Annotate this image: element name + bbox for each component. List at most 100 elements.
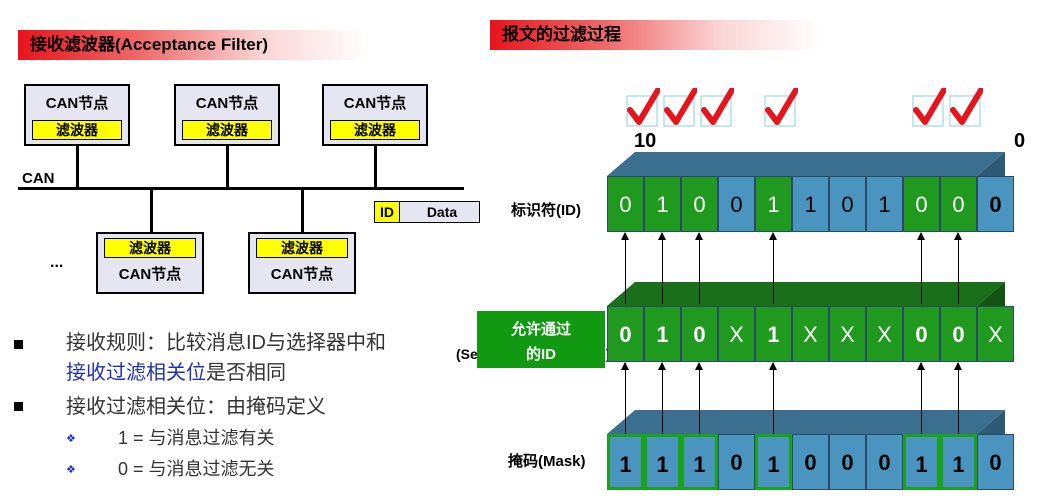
arrow-up-icon <box>769 362 777 435</box>
can-bus-line <box>18 187 464 190</box>
bullet-rule-line1: 接收规则：比较消息ID与选择器中和 <box>66 326 386 355</box>
accept-bit-row: 0 1 0 X 1 X X X 0 0 X <box>607 306 1014 362</box>
mask-bit: 0 <box>977 434 1014 490</box>
left-title: 接收滤波器(Acceptance Filter) <box>30 35 269 54</box>
accept-bit: 1 <box>755 306 792 362</box>
mask-bit: 1 <box>940 434 977 490</box>
bullet-rule-line2: 接收过滤相关位是否相同 <box>66 356 286 385</box>
mask-bit: 1 <box>607 434 644 490</box>
accept-bit: X <box>977 306 1014 362</box>
arrow-up-icon <box>917 232 925 305</box>
mask-bit: 1 <box>755 434 792 490</box>
id-row-label: 标识符(ID) <box>511 202 581 219</box>
bullet-square <box>14 340 23 349</box>
arrow-up-icon <box>917 362 925 435</box>
mask-bit: 0 <box>792 434 829 490</box>
arrow-up-icon <box>658 232 666 305</box>
node-connector <box>150 189 153 233</box>
id-bit: 0 <box>940 176 977 232</box>
frame-data-field: Data <box>426 204 458 220</box>
left-title-banner: 接收滤波器(Acceptance Filter) <box>18 30 370 60</box>
id-bit: 1 <box>866 176 903 232</box>
ellipsis: ... <box>50 254 64 271</box>
arrow-up-icon <box>695 232 703 305</box>
node-connector <box>76 146 79 188</box>
node-connector <box>226 146 229 188</box>
mask-bit: 0 <box>718 434 755 490</box>
can-node-label: CAN节点 <box>118 266 182 283</box>
id-bit-row: 0 1 0 0 1 1 0 1 0 0 0 <box>607 176 1014 232</box>
bullet-relevant: 接收过滤相关位：由掩码定义 <box>66 396 326 418</box>
accept-bit: X <box>792 306 829 362</box>
check-icon <box>949 88 983 127</box>
filter-label: 滤波器 <box>256 238 348 258</box>
accept-bit: 0 <box>940 306 977 362</box>
right-title: 报文的过滤过程 <box>502 25 621 44</box>
can-node-bottom-2: 滤波器 CAN节点 <box>248 232 356 294</box>
mask-bit: 1 <box>903 434 940 490</box>
diamond-bullet-icon: ❖ <box>66 464 76 476</box>
filter-label: 滤波器 <box>330 120 420 140</box>
can-node-label: CAN节点 <box>270 266 334 283</box>
id-bit: 0 <box>977 176 1014 232</box>
arrow-up-icon <box>621 362 629 435</box>
bus-label: CAN <box>22 170 55 187</box>
mask-bit: 0 <box>829 434 866 490</box>
node-connector <box>374 146 377 188</box>
can-node-bottom-1: 滤波器 CAN节点 <box>96 232 204 294</box>
mask-bit: 0 <box>866 434 903 490</box>
mask-bit: 1 <box>644 434 681 490</box>
sub-bullet-2: 0 = 与消息过滤无关 <box>118 459 275 479</box>
diamond-bullet-icon: ❖ <box>66 433 76 445</box>
mask-bit: 1 <box>681 434 718 490</box>
rule-highlight: 接收过滤相关位 <box>66 362 206 384</box>
check-icon <box>663 88 697 127</box>
right-title-banner: 报文的过滤过程 <box>490 20 822 50</box>
filter-label: 滤波器 <box>32 120 122 140</box>
arrow-up-icon <box>658 362 666 435</box>
rule-suffix: 是否相同 <box>206 362 286 384</box>
id-bit: 0 <box>903 176 940 232</box>
id-bit: 0 <box>718 176 755 232</box>
bar-3d-faces <box>607 152 1005 490</box>
filter-label: 滤波器 <box>182 120 272 140</box>
id-bit: 0 <box>829 176 866 232</box>
accept-bit: X <box>829 306 866 362</box>
accept-label-line1: 允许通过 <box>510 321 571 338</box>
accept-bit: 0 <box>681 306 718 362</box>
accept-bit: 0 <box>903 306 940 362</box>
check-icon <box>626 88 660 127</box>
check-icon <box>700 88 734 127</box>
filter-label: 滤波器 <box>104 238 196 258</box>
bit-index-low: 0 <box>1014 130 1026 152</box>
accept-bit: 1 <box>644 306 681 362</box>
node-connector <box>301 189 304 233</box>
can-node-top-2: CAN节点 滤波器 <box>174 84 280 146</box>
accept-label-line2: 的ID <box>525 346 556 363</box>
accept-hidden-label: (Se <box>456 346 478 362</box>
id-bit: 0 <box>607 176 644 232</box>
can-frame: ID Data <box>374 201 480 223</box>
mask-row-label: 掩码(Mask) <box>508 453 586 470</box>
can-node-label: CAN节点 <box>195 95 259 112</box>
id-bit: 0 <box>681 176 718 232</box>
mask-bit-row: 1 1 1 0 1 0 0 0 1 1 0 <box>607 434 1014 490</box>
check-icon <box>764 88 798 127</box>
accept-label-box: 允许通过 的ID <box>477 311 605 368</box>
check-icon <box>912 88 946 127</box>
can-node-top-1: CAN节点 滤波器 <box>24 84 130 146</box>
can-node-label: CAN节点 <box>343 95 407 112</box>
can-node-top-3: CAN节点 滤波器 <box>322 84 428 146</box>
arrow-up-icon <box>621 232 629 305</box>
frame-id-field: ID <box>375 202 400 222</box>
accept-bit: X <box>866 306 903 362</box>
arrow-up-icon <box>954 232 962 305</box>
id-bit: 1 <box>644 176 681 232</box>
sub-bullet-1: 1 = 与消息过滤有关 <box>118 428 275 448</box>
accept-bit: 0 <box>607 306 644 362</box>
can-node-label: CAN节点 <box>45 95 109 112</box>
arrow-up-icon <box>769 232 777 305</box>
bullet-square <box>14 402 23 411</box>
id-bit: 1 <box>792 176 829 232</box>
arrow-up-icon <box>954 362 962 435</box>
